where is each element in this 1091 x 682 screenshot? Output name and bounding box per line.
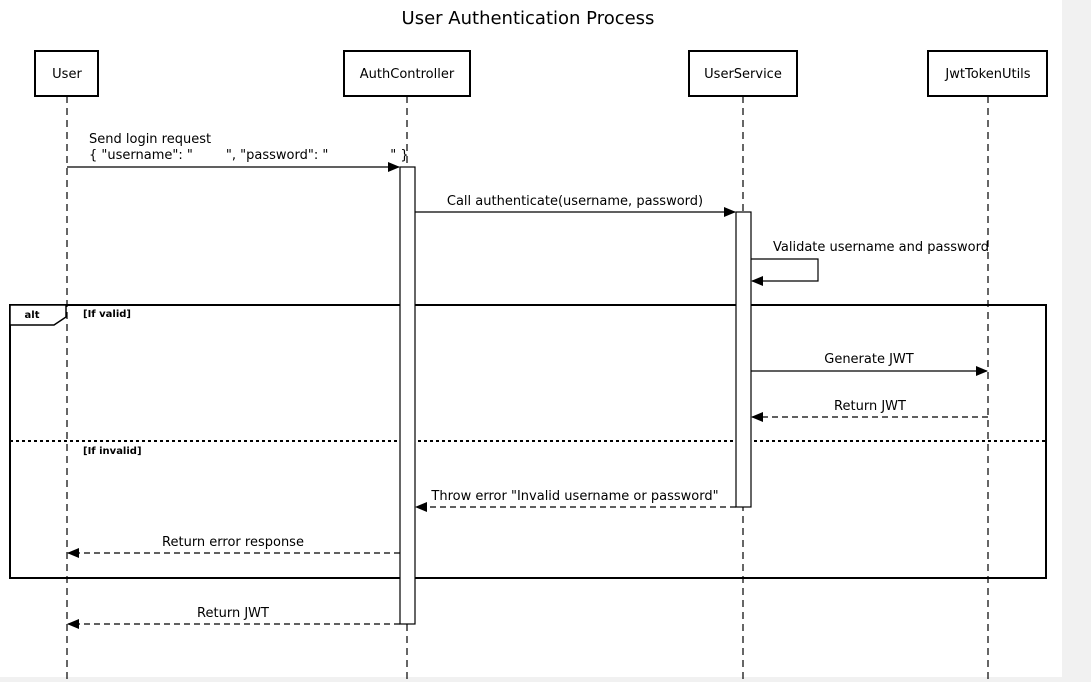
participant-label: UserService [704,67,782,82]
message-login-request-label: Send login request [89,132,211,147]
message-validate-label: Validate username and password [773,240,989,255]
message-login-request-payload: { "username": " ", "password": " " } [89,148,409,163]
message-call-authenticate-label: Call authenticate(username, password) [447,194,703,209]
fragment-operator: alt [25,310,40,321]
participant-label: AuthController [360,67,455,82]
message-throw-error-label: Throw error "Invalid username or passwor… [430,489,718,504]
guard-valid: [If valid] [83,309,131,320]
message-return-jwt-final-label: Return JWT [197,606,269,621]
scrollbar-gutter [1062,0,1091,682]
message-return-error-label: Return error response [162,535,304,550]
participant-user: User [34,50,99,97]
message-return-jwt-internal-label: Return JWT [834,399,906,414]
participant-authcontroller: AuthController [343,50,471,97]
bottom-gutter [0,677,1091,682]
message-generate-jwt-label: Generate JWT [824,352,914,367]
participant-label: User [52,67,82,82]
alt-fragment: alt [If valid] [If invalid] [9,304,1047,579]
participant-label: JwtTokenUtils [944,67,1030,82]
message-validate-arrow [751,258,819,286]
activation-userservice [735,211,752,508]
diagram-title: User Authentication Process [402,8,655,29]
participant-jwttokenutils: JwtTokenUtils [927,50,1048,97]
guard-invalid: [If invalid] [83,446,142,457]
participant-userservice: UserService [688,50,798,97]
activation-authcontroller [399,166,416,625]
fragment-operator-tab [9,304,67,326]
